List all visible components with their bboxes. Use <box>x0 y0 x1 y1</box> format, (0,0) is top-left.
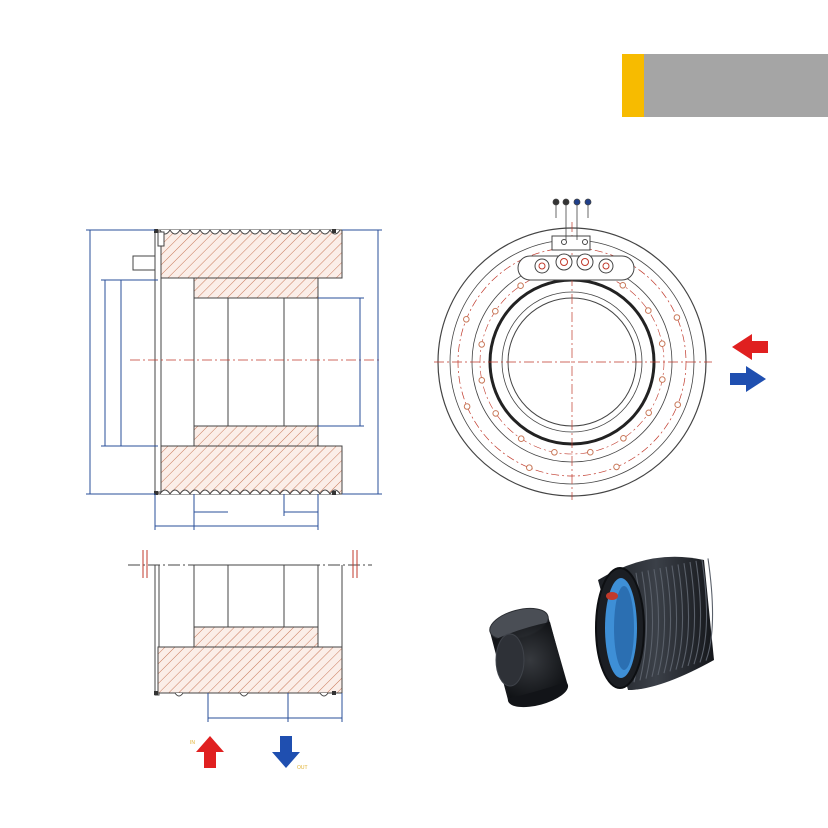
arrow-out-icon-right <box>730 366 766 392</box>
bolt-hole <box>613 463 620 471</box>
header-gray-bar <box>644 54 828 117</box>
body-groove <box>693 560 702 665</box>
body-groove <box>645 570 654 679</box>
inner-sleeve-render <box>489 607 569 708</box>
port-marker-icon <box>552 198 592 240</box>
dimension-lines <box>86 229 382 530</box>
product-render <box>489 556 714 708</box>
header-accent <box>622 54 644 117</box>
bolt-holes <box>463 282 682 472</box>
arrow-out-icon: OUT <box>272 736 308 771</box>
flow-arrows-right <box>730 334 768 392</box>
bolt-hole <box>620 435 627 442</box>
bolt-hole <box>478 341 486 348</box>
body-groove <box>669 565 678 672</box>
bolt-hole <box>587 448 594 456</box>
half-section-view <box>128 550 372 722</box>
port-manifold <box>517 235 635 281</box>
body-groove <box>687 561 696 667</box>
main-unit-render <box>595 556 714 690</box>
bore-outline <box>193 297 319 427</box>
bolt-hole <box>463 316 470 323</box>
bolt-hole <box>551 449 558 456</box>
bolt-hole <box>645 307 652 314</box>
bolt-hole <box>673 314 681 321</box>
front-view <box>434 198 712 500</box>
section-view <box>86 229 382 530</box>
bolt-hole <box>492 410 500 417</box>
bolt-hole <box>517 282 524 290</box>
bolt-hole <box>463 403 471 410</box>
bolt-hole <box>478 377 486 384</box>
port-block <box>132 255 156 271</box>
bolt-hole <box>619 282 627 289</box>
flange-plate <box>154 231 162 493</box>
bolt-hole <box>526 464 533 472</box>
outer-body-bottom-section <box>157 445 343 495</box>
header-bar <box>622 54 828 117</box>
bolt-hole <box>674 401 682 409</box>
inner-sleeve-bottom <box>193 425 319 447</box>
out-label: OUT <box>297 765 308 771</box>
flow-arrows-bottom: IN OUT <box>190 736 308 771</box>
body-groove <box>651 569 660 677</box>
bolt-hole <box>659 376 666 383</box>
inner-sleeve-top <box>193 277 319 299</box>
bolt-hole <box>645 409 653 417</box>
body-groove <box>699 559 708 663</box>
body-groove <box>639 571 648 681</box>
top-grooves <box>159 229 341 235</box>
bolt-hole <box>658 340 666 348</box>
body-groove <box>663 566 672 674</box>
arrow-in-icon-right <box>732 334 768 360</box>
body-groove <box>675 564 684 670</box>
body-groove <box>705 558 714 661</box>
body-groove <box>657 567 666 676</box>
body-groove <box>681 563 690 668</box>
arrow-in-icon: IN <box>190 736 224 768</box>
bottom-grooves <box>159 489 341 495</box>
bolt-hole <box>492 307 499 315</box>
outer-body-top-section <box>157 229 343 279</box>
bolt-hole <box>517 435 525 443</box>
in-label: IN <box>190 740 195 746</box>
